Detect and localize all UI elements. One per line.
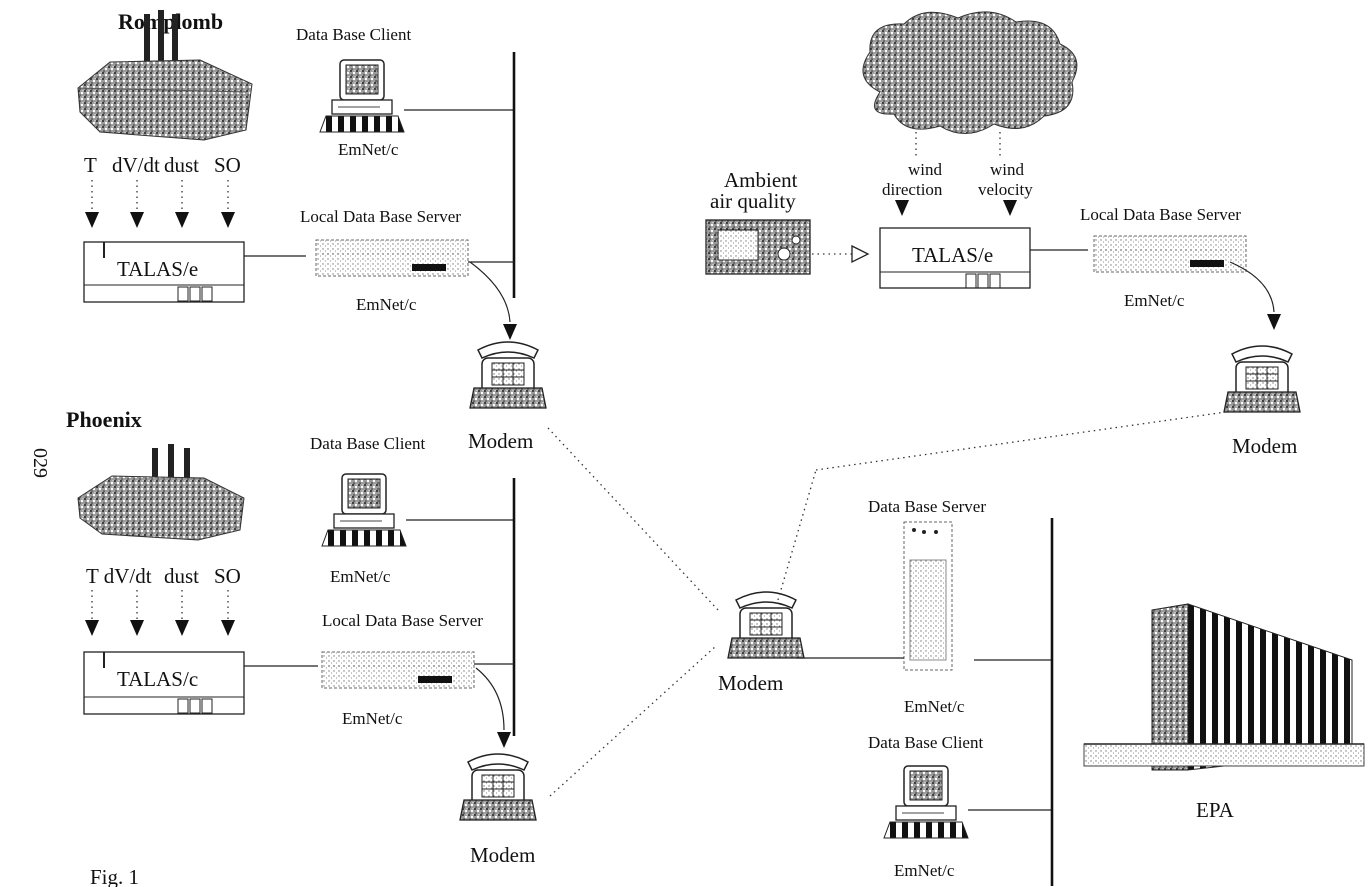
- sensor-label-so: SO: [214, 153, 241, 177]
- sensor-label-so-phoenix: SO: [214, 564, 241, 588]
- talas-logger-romplomb: TALAS/e: [84, 242, 244, 302]
- emnet-label-phoenix-server: EmNet/c: [342, 709, 403, 728]
- local-db-server-phoenix: [322, 652, 474, 688]
- db-client-computer-phoenix: [322, 474, 406, 546]
- sensor-label-dust-phoenix: dust: [164, 564, 199, 588]
- cloud-icon: [863, 12, 1077, 134]
- epa-building-icon: [1084, 604, 1364, 770]
- modem-icon-ambient: [1224, 346, 1300, 412]
- emnet-label-ambient: EmNet/c: [1124, 291, 1185, 310]
- page-mark: 029: [29, 448, 51, 478]
- sensor-label-t: T: [84, 153, 97, 177]
- db-server-tower-icon: [904, 522, 952, 670]
- local-db-server-romplomb: [316, 240, 468, 276]
- modem-icon-phoenix: [460, 754, 536, 820]
- wind-direction-label-1: wind: [908, 160, 943, 179]
- wind-velocity-label-2: velocity: [978, 180, 1033, 199]
- emnet-label-phoenix-client: EmNet/c: [330, 567, 391, 586]
- sensor-label-t-dvdt-phoenix: T dV/dt: [86, 564, 152, 588]
- ambient-analyzer-icon: [706, 220, 810, 274]
- modem-label-phoenix: Modem: [470, 843, 535, 867]
- sensor-label-dvdt: dV/dt: [112, 153, 160, 177]
- emnet-label-romplomb-client: EmNet/c: [338, 140, 399, 159]
- db-client-computer-romplomb: [320, 60, 404, 132]
- modem-label-epa: Modem: [718, 671, 783, 695]
- db-server-label-epa: Data Base Server: [868, 497, 986, 516]
- sensor-lines-phoenix: [85, 590, 235, 636]
- sensor-lines: [85, 180, 235, 228]
- talas-logger-phoenix: TALAS/c: [84, 652, 244, 714]
- local-db-server-ambient: [1094, 236, 1246, 272]
- modem-label-romplomb: Modem: [468, 429, 533, 453]
- local-db-server-label-phoenix: Local Data Base Server: [322, 611, 483, 630]
- site-label-romplomb: Romplomb: [118, 9, 223, 34]
- talas-label-phoenix: TALAS/c: [117, 667, 198, 691]
- wind-direction-label-2: direction: [882, 180, 943, 199]
- emnet-label-epa-client: EmNet/c: [894, 861, 955, 880]
- figure-label: Fig. 1: [90, 865, 139, 887]
- wind-velocity-label-1: wind: [990, 160, 1025, 179]
- site-label-phoenix: Phoenix: [66, 407, 142, 432]
- db-client-label-epa: Data Base Client: [868, 733, 983, 752]
- talas-logger-ambient: TALAS/e: [880, 228, 1030, 288]
- talas-label-romplomb: TALAS/e: [117, 257, 198, 281]
- ambient-label-2: air quality: [710, 189, 796, 213]
- factory-icon-phoenix: [78, 444, 244, 540]
- epa-label: EPA: [1196, 798, 1235, 822]
- modem-label-ambient: Modem: [1232, 434, 1297, 458]
- db-client-computer-epa: [884, 766, 968, 838]
- talas-label-ambient: TALAS/e: [912, 243, 993, 267]
- db-client-label-romplomb: Data Base Client: [296, 25, 411, 44]
- local-db-server-label-ambient: Local Data Base Server: [1080, 205, 1241, 224]
- local-db-server-label-romplomb: Local Data Base Server: [300, 207, 461, 226]
- emnet-label-romplomb-server: EmNet/c: [356, 295, 417, 314]
- db-client-label-phoenix: Data Base Client: [310, 434, 425, 453]
- modem-icon-romplomb: [470, 342, 546, 408]
- modem-icon-epa: [728, 592, 804, 658]
- sensor-label-dust: dust: [164, 153, 199, 177]
- emnet-label-epa-server: EmNet/c: [904, 697, 965, 716]
